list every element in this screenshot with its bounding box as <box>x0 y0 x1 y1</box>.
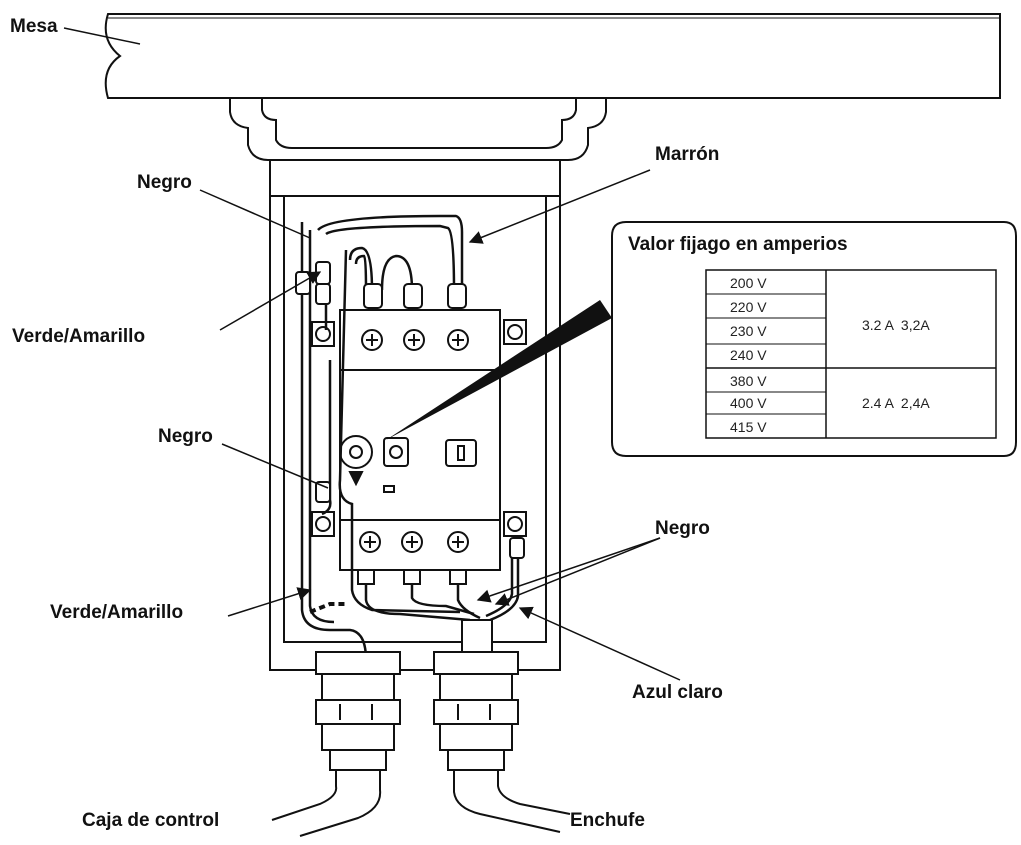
amp-table-callout <box>386 221 1017 457</box>
contactor <box>339 309 501 585</box>
amp-value-group-1: 3.2 A 3,2A <box>862 317 930 333</box>
outgoing-cables <box>271 770 571 837</box>
wires <box>300 214 520 661</box>
amp-value-group-2: 2.4 A 2,4A <box>862 395 930 411</box>
table-slab <box>104 13 1001 99</box>
label-enchufe: Enchufe <box>570 810 645 831</box>
leader-lines <box>63 27 681 681</box>
label-verde-amarillo-top: Verde/Amarillo <box>12 326 145 347</box>
ground-screws <box>311 319 527 537</box>
voltage-cell: 415 V <box>730 419 767 435</box>
voltage-cell: 230 V <box>730 323 767 339</box>
label-marron: Marrón <box>655 144 719 165</box>
voltage-cell: 380 V <box>730 373 767 389</box>
voltage-cell: 240 V <box>730 347 767 363</box>
label-azul-claro: Azul claro <box>632 682 723 703</box>
cable-gland-left <box>315 651 401 771</box>
cable-gland-right <box>433 619 519 771</box>
voltage-cell: 200 V <box>730 275 767 291</box>
voltage-cell: 400 V <box>730 395 767 411</box>
voltage-cell: 220 V <box>730 299 767 315</box>
label-mesa: Mesa <box>10 16 58 37</box>
label-negro-right: Negro <box>655 518 710 539</box>
label-negro-mid: Negro <box>158 426 213 447</box>
mounting-bracket <box>229 98 607 161</box>
label-caja-de-control: Caja de control <box>82 810 219 831</box>
top-terminals <box>361 329 469 351</box>
bottom-terminals <box>359 531 469 553</box>
label-negro-top: Negro <box>137 172 192 193</box>
amp-table-title: Valor fijago en amperios <box>628 234 848 255</box>
label-verde-amarillo-bottom: Verde/Amarillo <box>50 602 183 623</box>
